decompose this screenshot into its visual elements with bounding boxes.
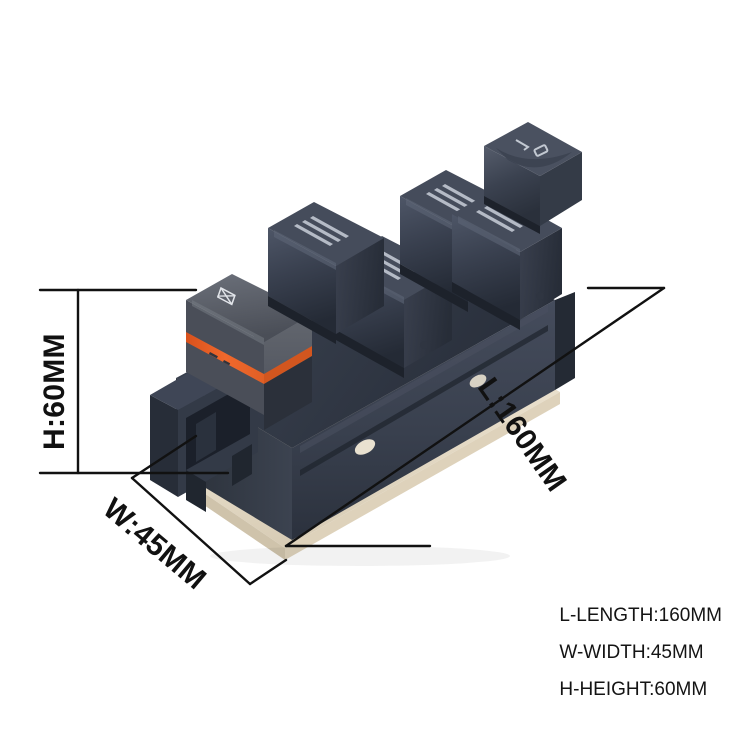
- width-extension-line-top: [130, 434, 198, 480]
- length-dimension-line: [284, 286, 666, 548]
- height-dimension-label: H:60MM: [38, 333, 71, 450]
- legend-height: H-HEIGHT:60MM: [559, 679, 708, 700]
- legend-width: W-WIDTH:45MM: [559, 642, 704, 663]
- legend-length: L-LENGTH:160MM: [559, 605, 722, 626]
- dimension-legend: L-LENGTH:160MM W-WIDTH:45MM H-HEIGHT:60M…: [559, 597, 722, 708]
- width-extension-line-bottom: [248, 558, 288, 586]
- width-dimension-line: [130, 476, 252, 586]
